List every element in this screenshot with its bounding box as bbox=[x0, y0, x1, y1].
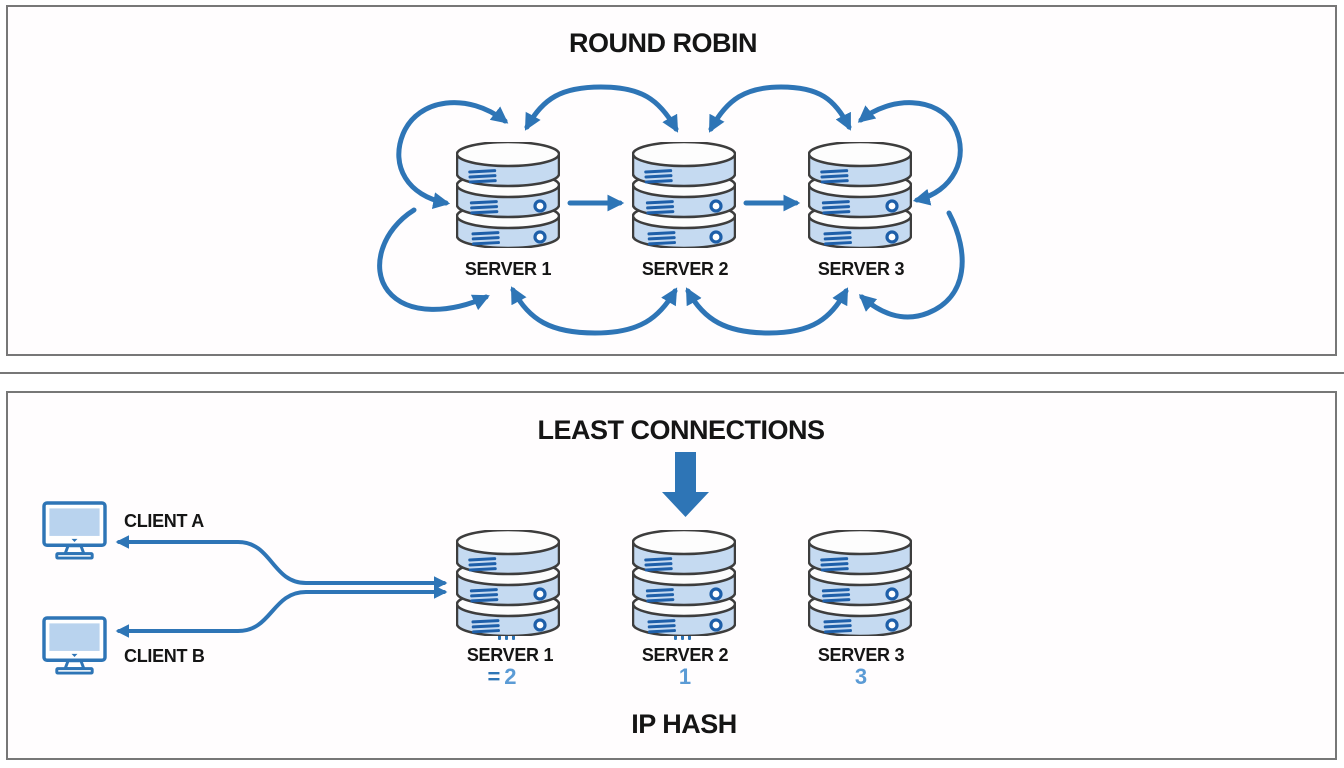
least-connections-panel bbox=[6, 391, 1337, 760]
server-label: SERVER 3 bbox=[817, 259, 905, 279]
count-value: 3 bbox=[854, 664, 868, 689]
round-robin-title: ROUND ROBIN bbox=[569, 28, 758, 58]
count-value: 1 bbox=[678, 664, 692, 689]
server-label: SERVER 2 bbox=[641, 645, 729, 665]
connection-count: 3 bbox=[855, 664, 867, 690]
equals-icon: = bbox=[487, 664, 501, 689]
connection-count: = 2 bbox=[487, 664, 516, 690]
panel-separator-line bbox=[0, 372, 1344, 374]
ip-hash-title: IP HASH bbox=[631, 709, 737, 739]
count-value: 2 bbox=[504, 664, 517, 689]
client-label: CLIENT A bbox=[124, 511, 204, 531]
server-label: SERVER 2 bbox=[641, 259, 729, 279]
client-label: CLIENT B bbox=[124, 646, 205, 666]
server-label: SERVER 1 bbox=[466, 645, 554, 665]
server-label: SERVER 3 bbox=[817, 645, 905, 665]
least-connections-title: LEAST CONNECTIONS bbox=[537, 415, 825, 445]
server-label: SERVER 1 bbox=[464, 259, 552, 279]
connection-count: 1 bbox=[679, 664, 691, 690]
